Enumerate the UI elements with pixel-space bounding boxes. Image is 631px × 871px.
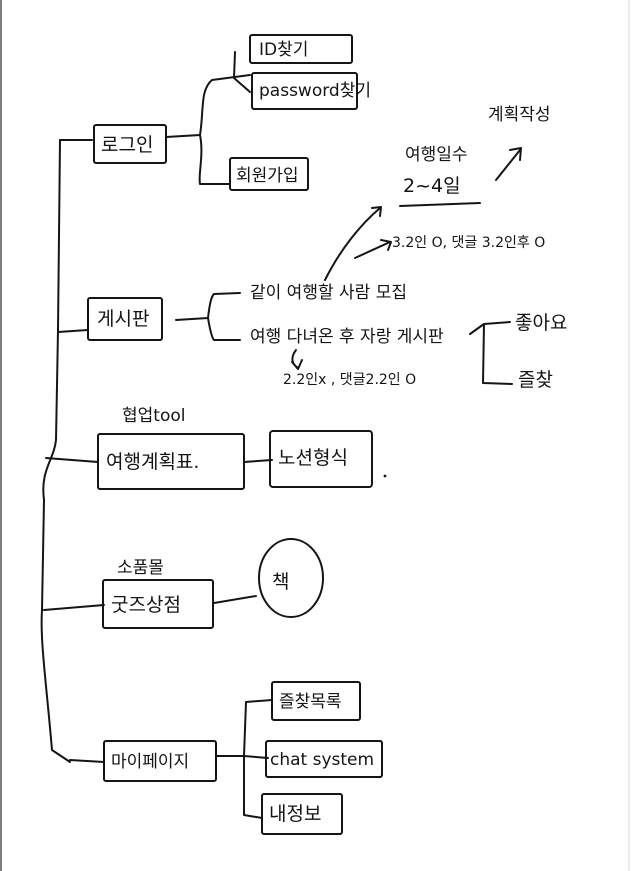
branch-plan <box>45 457 99 463</box>
my-info-label: 내정보 <box>269 803 321 825</box>
review-note: 2.2인x , 댓글2.2인 O <box>283 372 416 388</box>
plan-annotation: 협업tool <box>122 406 185 426</box>
recruit-note-arrow <box>354 239 392 259</box>
branch-board <box>57 329 89 333</box>
plan-connector <box>243 459 273 463</box>
reaction-favorite: 즐찾 <box>518 369 553 391</box>
plan-node-label: 여행계획표. <box>106 451 199 473</box>
trunk-line <box>40 139 93 763</box>
recruit-arrow <box>324 206 382 281</box>
mypage-connector <box>215 699 273 819</box>
my-info-box <box>261 793 343 835</box>
shop-node-label: 굿즈상점 <box>111 594 181 616</box>
branch-mypage <box>69 759 105 763</box>
notion-box <box>269 430 373 488</box>
find-id-box <box>249 34 353 64</box>
mypage-node-label: 마이페이지 <box>111 752 189 772</box>
auto-plan-arrow <box>495 147 522 181</box>
login-connector <box>165 74 251 185</box>
review-note-arrow <box>291 349 303 370</box>
trip-days-title: 여행일수 <box>405 145 468 165</box>
trip-days-underline <box>399 202 481 207</box>
recruit-note: 3.2인 O, 댓글 3.2인후 O <box>392 235 545 251</box>
signup-label: 회원가입 <box>236 166 299 186</box>
chat-system-label: chat system <box>270 750 374 770</box>
shop-annotation: 소품몰 <box>117 558 164 578</box>
branch-shop <box>43 604 105 611</box>
find-password-label: password찾기 <box>259 81 371 101</box>
chat-system-box <box>265 740 383 778</box>
login-sub-connector <box>233 51 251 93</box>
favorites-list-box <box>271 681 361 721</box>
auto-plan-label: 계획작성 <box>488 105 551 125</box>
trip-days-range: 2~4일 <box>403 175 461 197</box>
book-node-label: 책 <box>272 571 289 593</box>
board-node-label: 게시판 <box>97 308 149 330</box>
board-recruit-label: 같이 여행할 사람 모집 <box>250 283 407 303</box>
notion-label: 노션형식 <box>278 447 348 469</box>
login-node-label: 로그인 <box>101 134 153 156</box>
find-password-box <box>251 72 358 110</box>
book-node-circle <box>258 538 324 618</box>
favorites-list-label: 즐찾목록 <box>279 692 342 712</box>
ink-dot <box>383 474 387 478</box>
reaction-like: 좋아요 <box>515 312 567 334</box>
reactions-bracket <box>469 321 513 385</box>
find-id-label: ID찾기 <box>259 40 308 60</box>
shop-connector <box>213 595 257 604</box>
board-node-box <box>87 297 163 341</box>
shop-node-box <box>102 579 214 629</box>
signup-box <box>229 157 309 191</box>
login-node-box <box>93 124 167 164</box>
board-connector <box>175 292 241 341</box>
mypage-node-box <box>103 740 217 782</box>
board-review-label: 여행 다녀온 후 자랑 게시판 <box>250 327 444 347</box>
